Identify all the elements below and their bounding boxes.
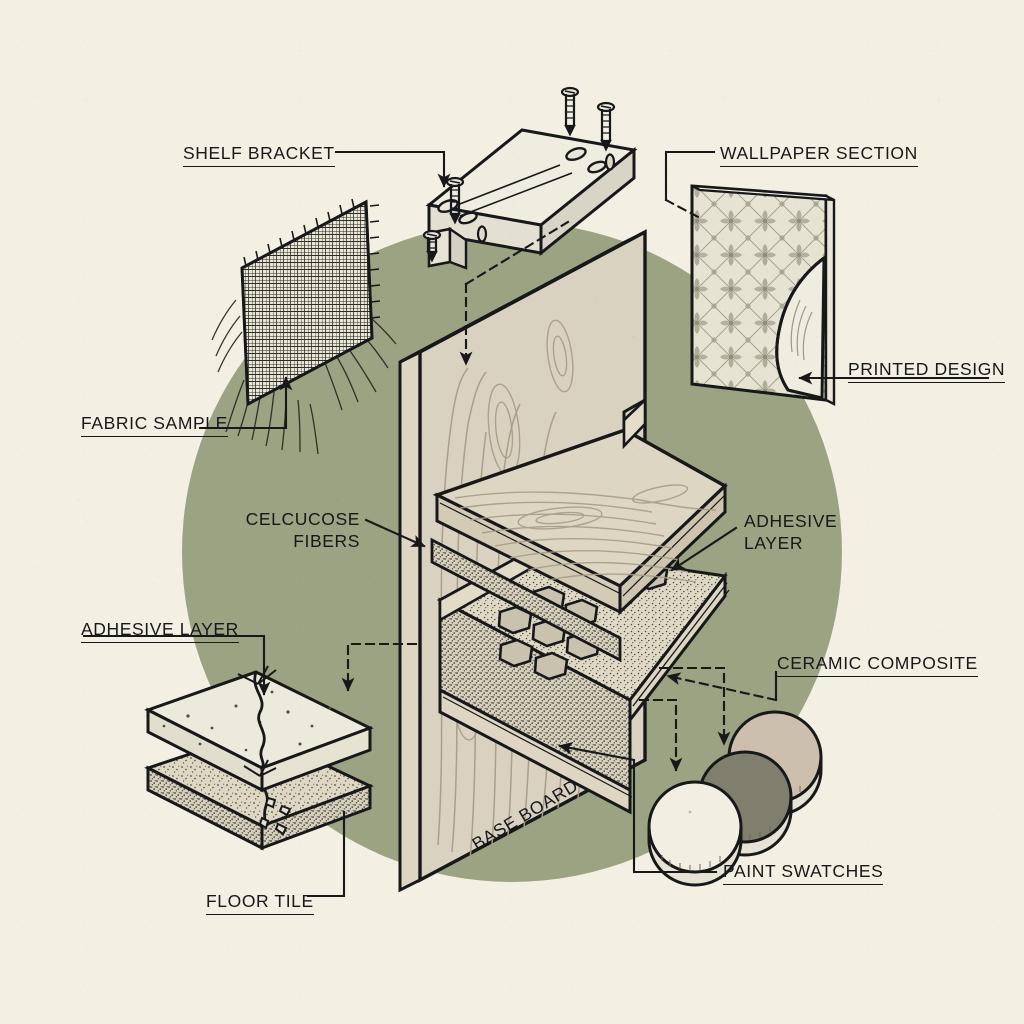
leader-internal-bracket-2: [464, 220, 570, 286]
label-ceramic-composite: CERAMIC COMPOSITE: [777, 652, 978, 678]
label-floor-tile: FLOOR TILE: [206, 890, 314, 916]
label-printed-design: PRINTED DESIGN: [848, 358, 1006, 384]
label-adhesive-layer-left: ADHESIVE LAYER: [81, 618, 239, 644]
fabric-sample: [211, 198, 397, 455]
leader-wallpaper-1: [664, 150, 716, 202]
leader-internal-paint-1: [638, 698, 683, 772]
shelf-bottom-plate: [438, 687, 633, 815]
bracket-screws: [422, 86, 616, 263]
shelf-assembly: [430, 396, 730, 815]
leader-floor-tile-1: [306, 810, 346, 898]
wallpaper-section: [690, 184, 836, 406]
leader-lines: [82, 150, 990, 898]
leader-shelf-bracket: [334, 150, 451, 188]
label-shelf-bracket: SHELF BRACKET: [183, 142, 335, 168]
label-wallpaper-section: WALLPAPER SECTION: [720, 142, 918, 168]
swatch-cream: [647, 780, 743, 887]
leader-adhesive-left: [82, 634, 271, 696]
label-adhesive-layer-right: ADHESIVE LAYER: [744, 511, 838, 554]
leader-wallpaper-2: [664, 198, 702, 220]
leader-internal-paint-2: [658, 666, 731, 746]
leader-cellulose-fibers: [364, 518, 426, 548]
adhesive-layer-band: [430, 537, 622, 663]
floor-tile: [144, 665, 374, 851]
shelf-bracket: [422, 86, 638, 270]
paint-swatches: [647, 710, 823, 887]
leader-ceramic-2: [666, 672, 778, 702]
label-fabric-sample: FABRIC SAMPLE: [81, 412, 228, 438]
leader-fabric-sample: [198, 376, 293, 430]
leader-adhesive-right: [670, 526, 738, 572]
label-paint-swatches: PAINT SWATCHES: [723, 860, 884, 886]
label-cellulose-fibers: CELCUCOSE FIBERS: [245, 509, 360, 552]
shelf-board: [432, 396, 728, 616]
leader-internal-tile: [341, 642, 418, 692]
leader-paint-swatches: [558, 741, 718, 874]
